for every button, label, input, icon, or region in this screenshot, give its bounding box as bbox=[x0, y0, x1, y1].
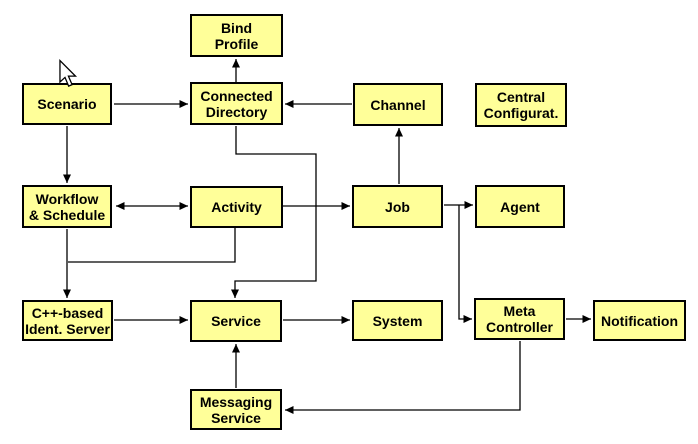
node-service[interactable]: Service bbox=[190, 300, 282, 342]
node-job[interactable]: Job bbox=[352, 185, 443, 228]
node-label: System bbox=[372, 312, 423, 329]
node-label: Bind Profile bbox=[214, 19, 259, 52]
node-meta-controller[interactable]: Meta Controller bbox=[474, 298, 565, 340]
node-label: Activity bbox=[211, 199, 262, 215]
edge-activity-to-cpp-ident-server bbox=[68, 228, 236, 263]
node-bind-profile[interactable]: Bind Profile bbox=[190, 14, 283, 57]
node-messaging-service[interactable]: Messaging Service bbox=[190, 389, 282, 430]
node-label: Service bbox=[211, 313, 261, 329]
node-label: Meta Controller bbox=[486, 303, 553, 335]
edge-connected-directory-to-service bbox=[231, 126, 317, 298]
node-activity[interactable]: Activity bbox=[190, 186, 283, 228]
node-label: Central Configurat. bbox=[483, 89, 559, 121]
node-label: Workflow & Schedule bbox=[28, 190, 106, 223]
edge-job-to-meta-controller bbox=[458, 205, 472, 323]
node-label: C++-based Ident. Server bbox=[25, 304, 110, 337]
node-central-configurator[interactable]: Central Configurat. bbox=[475, 83, 567, 127]
node-label: Agent bbox=[500, 198, 540, 215]
node-cpp-ident-server[interactable]: C++-based Ident. Server bbox=[22, 300, 113, 341]
edge-meta-controller-to-messaging-service bbox=[285, 341, 521, 414]
node-workflow-schedule[interactable]: Workflow & Schedule bbox=[22, 185, 112, 228]
node-scenario[interactable]: Scenario bbox=[22, 83, 112, 125]
node-notification[interactable]: Notification bbox=[593, 300, 686, 341]
node-system[interactable]: System bbox=[352, 300, 443, 341]
node-connected-directory[interactable]: Connected Directory bbox=[190, 82, 283, 125]
node-label: Connected Directory bbox=[200, 87, 273, 120]
node-label: Notification bbox=[601, 312, 678, 329]
node-label: Channel bbox=[370, 96, 426, 113]
node-channel[interactable]: Channel bbox=[353, 83, 443, 126]
node-agent[interactable]: Agent bbox=[475, 185, 565, 228]
node-label: Scenario bbox=[37, 96, 97, 112]
node-label: Job bbox=[385, 198, 410, 215]
node-label: Messaging Service bbox=[199, 393, 273, 426]
